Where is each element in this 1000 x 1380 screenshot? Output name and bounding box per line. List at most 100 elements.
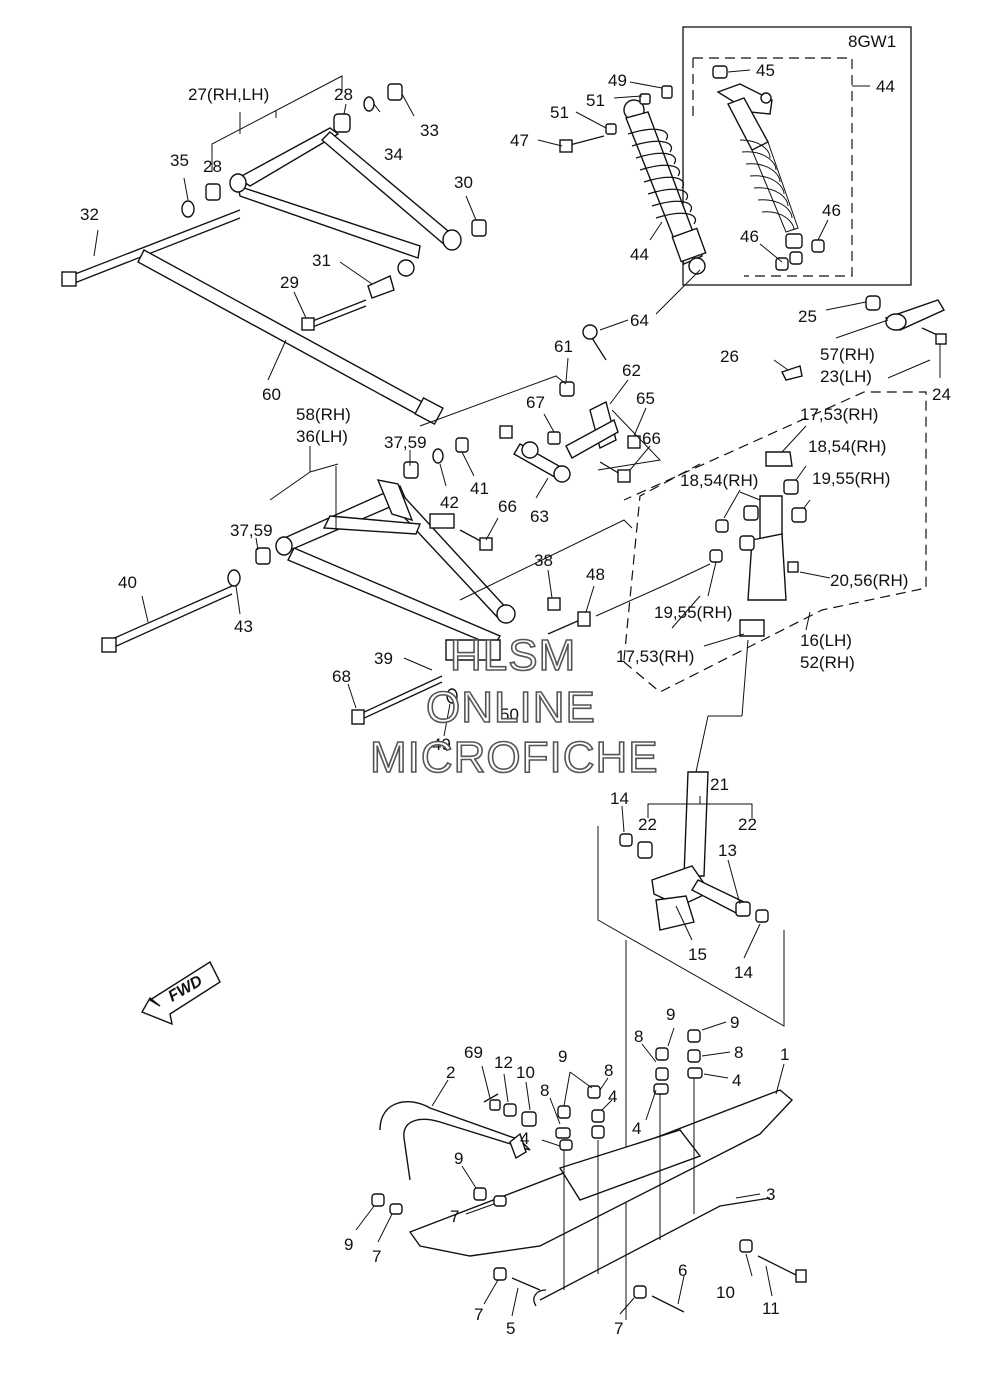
watermark: HLSM ONLINE MICROFICHE: [369, 630, 659, 783]
upper-arm-assembly: [61, 83, 487, 331]
callout-40: 40: [118, 573, 137, 592]
callout-64: 64: [630, 311, 649, 330]
callout-51: 51: [550, 103, 569, 122]
linkage-assembly: [499, 324, 641, 483]
callout-7: 7: [614, 1319, 623, 1338]
callout-45: 45: [756, 61, 775, 80]
callout-16: 16(LH): [800, 631, 852, 650]
callout-9: 9: [558, 1047, 567, 1066]
callout-34: 34: [384, 145, 403, 164]
callout-66: 66: [498, 497, 517, 516]
callout-1: 1: [780, 1045, 789, 1064]
callout-5: 5: [506, 1319, 515, 1338]
callout-12: 12: [494, 1053, 513, 1072]
callout-7: 7: [450, 1207, 459, 1226]
callout-9: 9: [344, 1235, 353, 1254]
callout-68: 68: [332, 667, 351, 686]
callout-8: 8: [634, 1027, 643, 1046]
callout-65: 65: [636, 389, 655, 408]
callout-21: 21: [710, 775, 729, 794]
callout-22: 22: [738, 815, 757, 834]
ski-spindle: [597, 771, 785, 1320]
callout-29: 29: [280, 273, 299, 292]
callout-9: 9: [454, 1149, 463, 1168]
callout-42: 42: [440, 493, 459, 512]
callout-27: 27(RH,LH): [188, 85, 269, 104]
callout-62: 62: [622, 361, 641, 380]
fwd-arrow-icon: FWD: [140, 960, 221, 1026]
callout-44: 44: [876, 77, 895, 96]
ski-assembly: [371, 1029, 807, 1313]
model-code-label: 8GW1: [848, 32, 896, 51]
callout-39: 39: [374, 649, 393, 668]
callout-35: 35: [170, 151, 189, 170]
callout-9: 9: [730, 1013, 739, 1032]
callout-20-56: 20,56(RH): [830, 571, 908, 590]
shaft-60: [137, 249, 444, 426]
callout-15: 15: [688, 945, 707, 964]
watermark-line-3: MICROFICHE: [370, 733, 659, 782]
callout-4: 4: [732, 1071, 741, 1090]
callout-69: 69: [464, 1043, 483, 1062]
callout-14: 14: [610, 789, 629, 808]
callout-41: 41: [470, 479, 489, 498]
callout-33: 33: [420, 121, 439, 140]
callout-46: 46: [740, 227, 759, 246]
callout-51: 51: [586, 91, 605, 110]
callout-28: 28: [334, 85, 353, 104]
callout-13: 13: [718, 841, 737, 860]
leader-lines: [93, 69, 941, 1317]
callout-17-53: 17,53(RH): [616, 647, 694, 666]
callout-48: 48: [586, 565, 605, 584]
callout-2: 2: [446, 1063, 455, 1082]
watermark-line-1: HLSM: [450, 631, 576, 680]
spindle-assembly: [695, 295, 947, 773]
callout-30: 30: [454, 173, 473, 192]
callout-22: 22: [638, 815, 657, 834]
callout-36: 36(LH): [296, 427, 348, 446]
callout-10: 10: [516, 1063, 535, 1082]
watermark-line-2: ONLINE: [426, 683, 596, 732]
callout-14: 14: [734, 963, 753, 982]
callout-28: 28: [203, 157, 222, 176]
callout-49: 49: [432, 735, 451, 754]
callout-50: 50: [500, 705, 519, 724]
callout-63: 63: [530, 507, 549, 526]
callout-60: 60: [262, 385, 281, 404]
callout-17-53: 17,53(RH): [800, 405, 878, 424]
callout-26: 26: [720, 347, 739, 366]
callout-67: 67: [526, 393, 545, 412]
callout-19-55: 19,55(RH): [812, 469, 890, 488]
callout-47: 47: [510, 131, 529, 150]
callout-32: 32: [80, 205, 99, 224]
callout-9: 9: [666, 1005, 675, 1024]
callout-19-55: 19,55(RH): [654, 603, 732, 622]
callout-7: 7: [372, 1247, 381, 1266]
callout-3: 3: [766, 1185, 775, 1204]
callout-37-59: 37,59: [230, 521, 273, 540]
callout-52: 52(RH): [800, 653, 855, 672]
callout-18-54: 18,54(RH): [808, 437, 886, 456]
callout-4: 4: [608, 1087, 617, 1106]
callout-43: 43: [234, 617, 253, 636]
callout-44: 44: [630, 245, 649, 264]
callout-4: 4: [520, 1129, 529, 1148]
callout-24: 24: [932, 385, 951, 404]
callout-58: 58(RH): [296, 405, 351, 424]
callout-11: 11: [762, 1299, 780, 1318]
dashed-guide-lines: [419, 269, 927, 693]
callout-49: 49: [608, 71, 627, 90]
callout-6: 6: [678, 1261, 687, 1280]
callout-23: 23(LH): [820, 367, 872, 386]
callout-25: 25: [798, 307, 817, 326]
callout-66: 66: [642, 429, 661, 448]
callout-31: 31: [312, 251, 331, 270]
callout-8: 8: [540, 1081, 549, 1100]
callout-8: 8: [604, 1061, 613, 1080]
alt-shock-absorber: [712, 65, 825, 271]
callout-8: 8: [734, 1043, 743, 1062]
callout-38: 38: [534, 551, 553, 570]
callout-18-54: 18,54(RH): [680, 471, 758, 490]
